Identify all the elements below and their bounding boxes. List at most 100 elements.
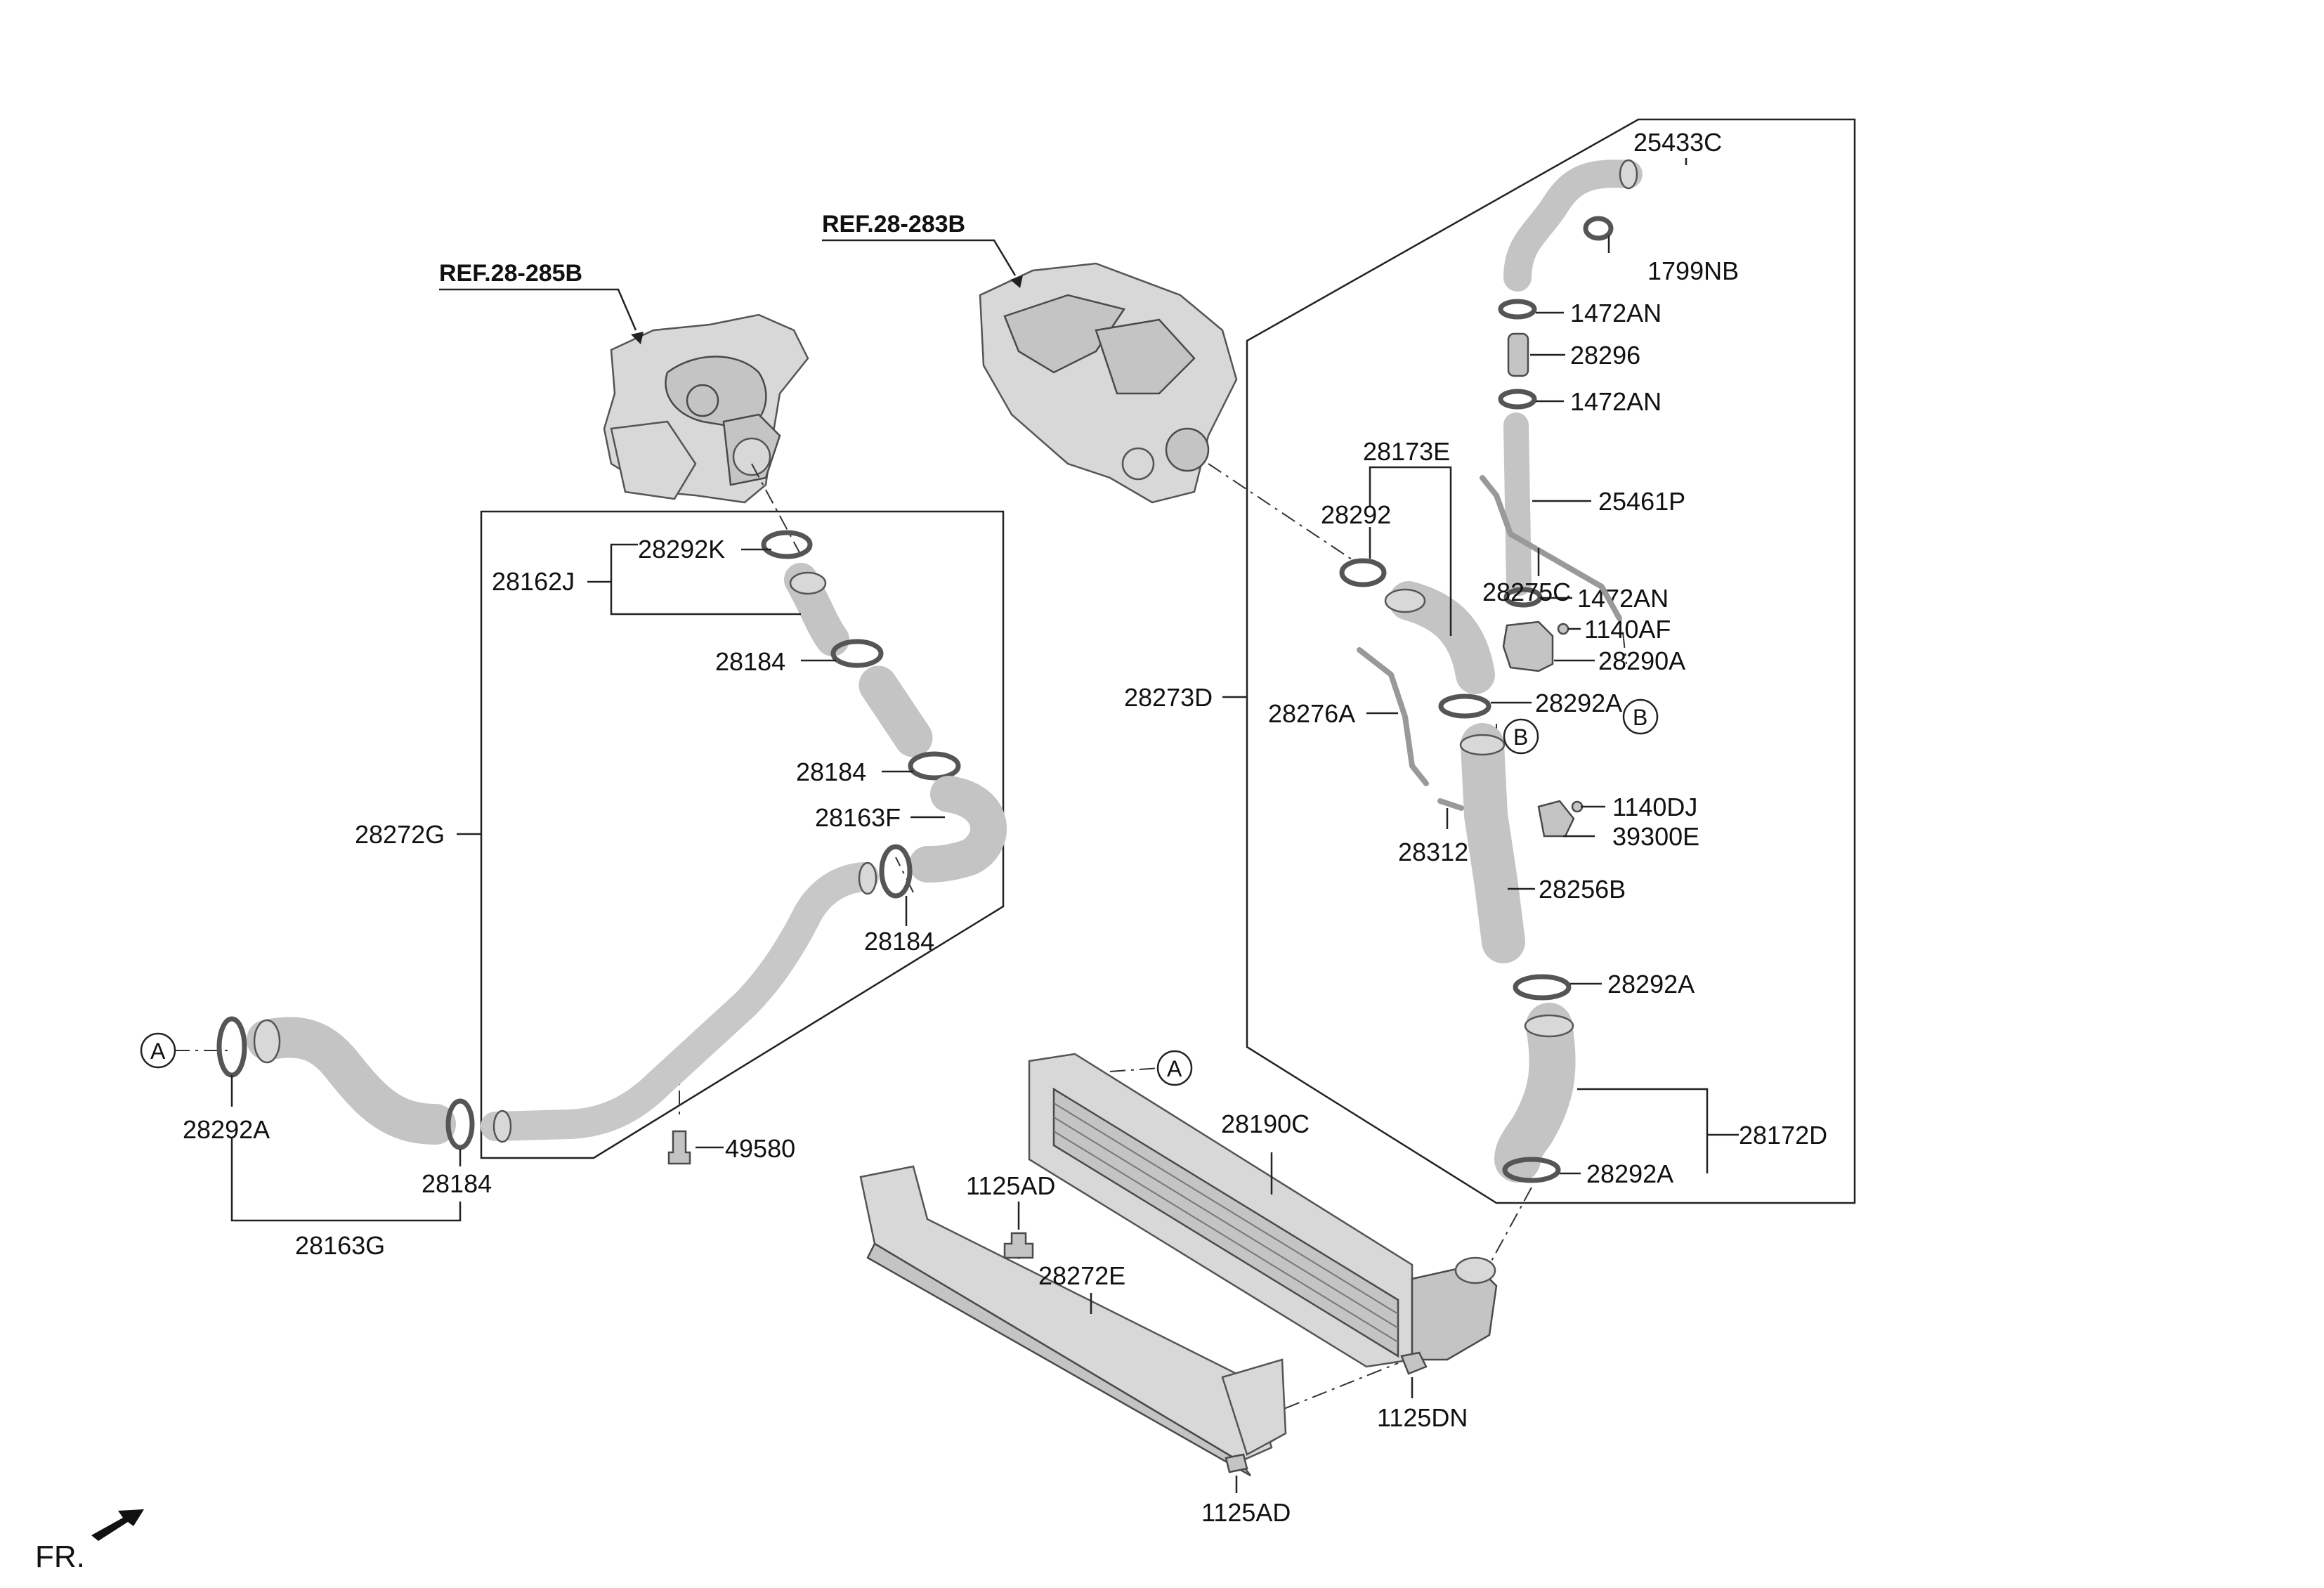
bracket-28272E	[859, 1165, 1287, 1477]
clamp-1472AN-2	[1498, 389, 1537, 410]
clamp-28292A-left	[216, 1016, 247, 1078]
label-25461P[interactable]: 25461P	[1598, 487, 1685, 516]
leader-28162J	[587, 543, 801, 616]
label-1140AF[interactable]: 1140AF	[1584, 615, 1671, 644]
hose-28172D	[1494, 1003, 1576, 1183]
label-28292K[interactable]: 28292K	[638, 535, 725, 564]
clamp-28292A-1	[1438, 694, 1491, 719]
tube-28275C	[1480, 475, 1622, 621]
label-28273D[interactable]: 28273D	[1124, 683, 1213, 712]
label-1125AD-lower[interactable]: 1125AD	[1201, 1498, 1291, 1527]
label-39300E[interactable]: 39300E	[1612, 822, 1699, 851]
hose-28163G	[247, 1017, 456, 1145]
callout-a-left	[140, 1032, 176, 1069]
clamp-28184-middle	[908, 751, 961, 781]
label-1140DJ[interactable]: 1140DJ	[1612, 793, 1697, 821]
label-28163G[interactable]: 28163G	[295, 1231, 385, 1260]
label-28184-lower[interactable]: 28184	[864, 927, 934, 956]
label-28296[interactable]: 28296	[1570, 341, 1640, 370]
centerline-28290a	[1622, 632, 1627, 665]
label-28172D[interactable]: 28172D	[1739, 1121, 1827, 1150]
hose-28173E-end	[1384, 588, 1426, 613]
label-28190C[interactable]: 28190C	[1221, 1109, 1310, 1138]
bolt-1125AD-upper	[1003, 1232, 1034, 1259]
hose-25433C	[1503, 160, 1643, 292]
centerline-intercooler-a	[1109, 1067, 1160, 1072]
hose-28172D-top	[1524, 1014, 1574, 1038]
label-49580[interactable]: 49580	[725, 1134, 795, 1163]
label-28292A-2[interactable]: 28292A	[1607, 970, 1695, 998]
pipe-28272G	[481, 862, 879, 1141]
label-28256B[interactable]: 28256B	[1539, 875, 1626, 904]
clamp-28184-upper	[830, 639, 884, 668]
bolt-1140AF	[1557, 623, 1569, 635]
leader-28173E	[1369, 466, 1452, 636]
label-1472AN-2[interactable]: 1472AN	[1570, 387, 1662, 416]
direction-label: FR.	[35, 1540, 85, 1574]
leader-28172D	[1577, 1088, 1739, 1173]
ref-manifold-label[interactable]: REF.28-283B	[822, 211, 965, 237]
label-28184-upper[interactable]: 28184	[715, 647, 785, 676]
hose-28173E	[1389, 581, 1495, 694]
clamp-1472AN-3	[1503, 587, 1543, 608]
clamp-28292A-3	[1502, 1157, 1561, 1183]
group-box-28272G	[480, 510, 1005, 1159]
clamp-28292	[1339, 558, 1387, 587]
label-28272G[interactable]: 28272G	[355, 820, 445, 849]
hose-28163F	[909, 776, 1007, 883]
label-28272E[interactable]: 28272E	[1038, 1261, 1125, 1290]
label-1125AD-upper[interactable]: 1125AD	[966, 1171, 1055, 1200]
centerline-1125dn	[1257, 1362, 1399, 1420]
label-1472AN-3[interactable]: 1472AN	[1577, 584, 1669, 613]
clamp-1799NB	[1583, 216, 1614, 241]
label-28173E[interactable]: 28173E	[1363, 437, 1450, 466]
bolt-1125DN	[1400, 1351, 1428, 1375]
intercooler-28190C	[1028, 1053, 1498, 1368]
callout-b-lower-text: B	[1513, 724, 1528, 750]
label-28292[interactable]: 28292	[1321, 500, 1391, 529]
label-1125DN[interactable]: 1125DN	[1377, 1403, 1468, 1432]
pipe-28272G-end	[492, 1109, 512, 1143]
leader-28163G	[230, 1138, 462, 1222]
callout-b-upper-text: B	[1633, 705, 1647, 730]
hose-28162J-end	[789, 571, 827, 595]
clamp-28184-lower	[879, 844, 913, 899]
label-28312[interactable]: 28312	[1398, 838, 1468, 866]
turbocharger	[603, 313, 809, 504]
callout-b-lower	[1503, 718, 1539, 755]
ref-turbo-label[interactable]: REF.28-285B	[439, 260, 582, 287]
label-28163F[interactable]: 28163F	[815, 803, 901, 832]
label-28162J[interactable]: 28162J	[492, 567, 575, 596]
label-28290A[interactable]: 28290A	[1598, 646, 1685, 675]
clamp-1472AN-1	[1498, 299, 1537, 320]
label-28275C[interactable]: 28275C	[1482, 578, 1571, 606]
label-28276A[interactable]: 28276A	[1268, 699, 1355, 728]
label-28292A-3[interactable]: 28292A	[1586, 1159, 1673, 1188]
pipe-28256B	[1461, 723, 1525, 963]
label-25433C[interactable]: 25433C	[1633, 128, 1722, 157]
callout-a-right-text: A	[1167, 1056, 1182, 1081]
label-28184-middle[interactable]: 28184	[796, 757, 866, 786]
clamp-28292A-2	[1513, 974, 1572, 1001]
direction-arrow-icon	[91, 1509, 144, 1541]
pipe-28272G-top	[858, 861, 877, 895]
label-28184-left[interactable]: 28184	[422, 1169, 492, 1198]
centerline-28172d-outlet	[1489, 1187, 1532, 1265]
label-1472AN-1[interactable]: 1472AN	[1570, 299, 1662, 327]
ref-manifold-leader	[822, 239, 1017, 276]
label-1799NB[interactable]: 1799NB	[1647, 256, 1739, 285]
centerline-manifold-inlet	[1208, 463, 1357, 563]
bolt-1140DJ	[1571, 800, 1584, 813]
label-28292A-left[interactable]: 28292A	[183, 1115, 270, 1144]
callout-a-left-text: A	[150, 1039, 166, 1064]
hose-28163G-end	[253, 1019, 281, 1064]
label-28292A-1[interactable]: 28292A	[1535, 689, 1622, 717]
pipe-28296	[1507, 332, 1529, 377]
ref-manifold-arrowhead	[1010, 275, 1023, 288]
group-box-28273D	[1246, 118, 1856, 1204]
pipe-28256B-top	[1459, 734, 1506, 756]
callout-a-right	[1156, 1050, 1193, 1086]
intake-manifold	[979, 262, 1238, 504]
callout-b-upper	[1622, 698, 1659, 735]
